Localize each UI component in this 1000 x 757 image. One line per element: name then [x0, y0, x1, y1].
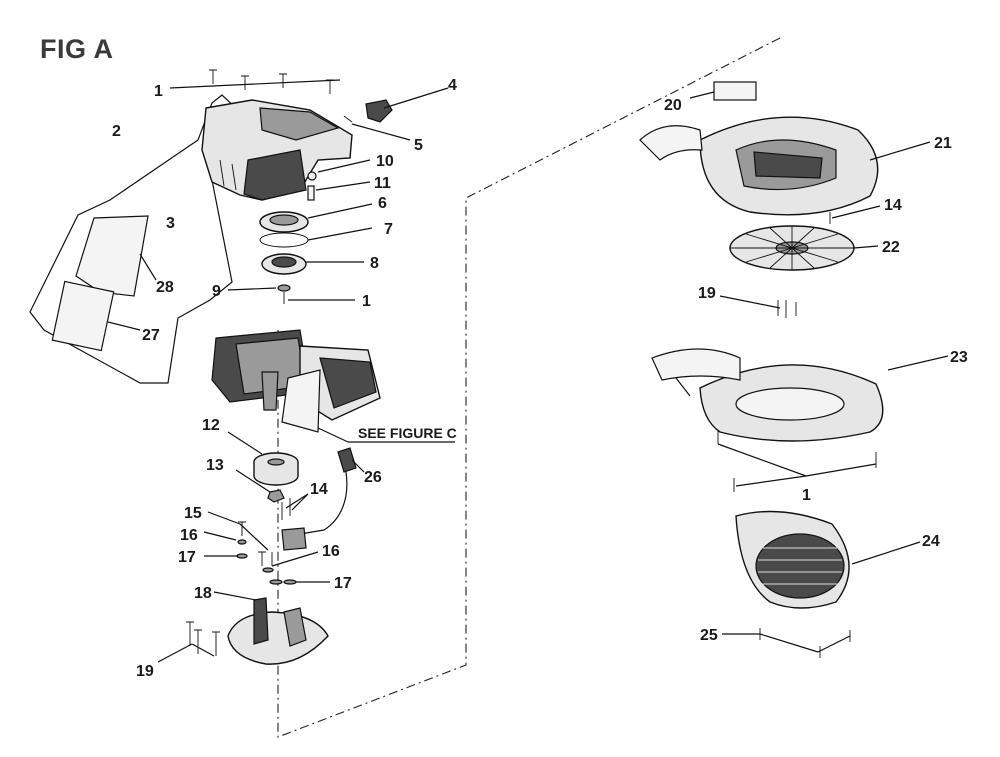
- callout-12: 12: [202, 417, 220, 434]
- engine-assembly: [211, 329, 381, 433]
- callout-8: 8: [370, 255, 379, 272]
- callout-19-left: 19: [136, 663, 154, 680]
- callout-23: 23: [950, 349, 968, 366]
- impeller-fan: [729, 225, 879, 271]
- callout-16-right: 16: [322, 543, 340, 560]
- ignition-coil: [281, 447, 365, 551]
- callout-17-left: 17: [178, 549, 196, 566]
- starter-pulley: [259, 203, 373, 233]
- see-figure-c-label: SEE FIGURE C: [358, 425, 457, 441]
- callout-21: 21: [934, 135, 952, 152]
- callout-16-left: 16: [180, 527, 198, 544]
- callout-28: 28: [156, 279, 174, 296]
- callout-9: 9: [212, 283, 221, 300]
- callout-7: 7: [384, 221, 393, 238]
- callout-4: 4: [448, 77, 457, 94]
- callout-24: 24: [922, 533, 940, 550]
- washer-9: [277, 284, 291, 292]
- callout-19-right: 19: [698, 285, 716, 302]
- kit-outline: [29, 94, 239, 384]
- callout-3: 3: [166, 215, 175, 232]
- label-28: [75, 215, 149, 297]
- screws-top: [169, 69, 341, 94]
- rope-pulley: [261, 253, 364, 275]
- nut-13: [267, 489, 285, 503]
- callout-2: 2: [112, 123, 121, 140]
- callout-1-top: 1: [154, 83, 163, 100]
- callout-1-right: 1: [802, 487, 811, 504]
- bolt-stack-right: [258, 551, 330, 585]
- decal-20: [713, 81, 757, 101]
- callout-25: 25: [700, 627, 718, 644]
- upper-shroud: [201, 99, 353, 201]
- screws-19-left: [157, 621, 220, 663]
- screws-25: [722, 628, 851, 658]
- blower-housing-upper: [639, 116, 931, 216]
- callout-14-left: 14: [310, 481, 328, 498]
- callout-26: 26: [364, 469, 382, 486]
- fan-housing: [651, 348, 949, 442]
- callout-13: 13: [206, 457, 224, 474]
- base-plate: [213, 591, 329, 665]
- recoil-spring: [259, 232, 309, 248]
- label-27: [51, 280, 115, 352]
- separator-line: [277, 37, 781, 738]
- callout-6: 6: [378, 195, 387, 212]
- screws-19-right: [719, 295, 797, 318]
- screws-1-right: [717, 430, 877, 492]
- flywheel: [227, 431, 299, 486]
- callout-22: 22: [882, 239, 900, 256]
- callout-18: 18: [194, 585, 212, 602]
- spring-10: [307, 171, 317, 181]
- intake-grille: [735, 510, 921, 609]
- switch: [365, 99, 393, 123]
- callout-15: 15: [184, 505, 202, 522]
- washer-11: [307, 185, 315, 201]
- callout-10: 10: [376, 153, 394, 170]
- screw-5: [343, 115, 353, 123]
- callout-11: 11: [374, 175, 391, 192]
- callout-17-right: 17: [334, 575, 352, 592]
- callout-5: 5: [414, 137, 423, 154]
- figure-title: FIG A: [40, 34, 114, 64]
- callout-20: 20: [664, 97, 682, 114]
- bolt-stack-left: [203, 511, 269, 559]
- callout-1-pulley: 1: [362, 293, 371, 310]
- screws-14: [281, 498, 291, 520]
- callout-14-right: 14: [884, 197, 902, 214]
- callout-27: 27: [142, 327, 160, 344]
